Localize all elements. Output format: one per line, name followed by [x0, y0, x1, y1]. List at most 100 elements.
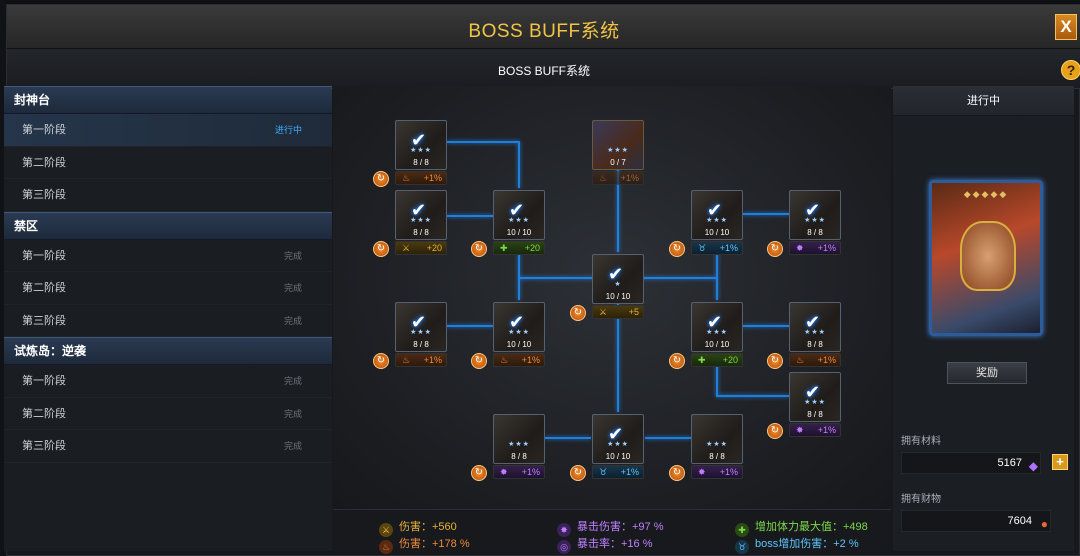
node-progress: 8 / 8 [413, 158, 429, 167]
star-rating: ★★★ [508, 441, 530, 448]
summary-text: boss增加伤害：+2 % [755, 538, 859, 550]
materials-label: 拥有材料 [901, 436, 941, 447]
node-progress: 10 / 10 [506, 228, 532, 237]
buff-value: +5 [628, 307, 639, 317]
sidebar-item-stage[interactable]: 第二阶段 完成 [4, 398, 332, 430]
window-title: BOSS BUFF系统 [468, 21, 620, 42]
materials-field: 5167 ◆ [901, 452, 1041, 474]
card-gems-icon: ◆◆◆◆◆ [963, 189, 1009, 199]
check-icon: ✔ [411, 200, 427, 220]
panel-status: 进行中 [893, 86, 1074, 116]
buff-value: +1% [719, 243, 738, 253]
sidebar-item-stage[interactable]: 第一阶段 进行中 [4, 114, 332, 147]
refresh-icon[interactable]: ↻ [669, 465, 685, 481]
coin-icon: ● [1040, 517, 1048, 531]
stage-label: 第三阶段 [22, 314, 66, 327]
buff-attack: ⚔+5 [592, 305, 644, 319]
star-rating: ★★★ [804, 217, 826, 224]
materials-value: 5167 [997, 457, 1022, 469]
sidebar-item-stage[interactable]: 第二阶段 完成 [4, 272, 332, 305]
refresh-icon[interactable]: ↻ [669, 241, 685, 257]
sidebar-item-stage[interactable]: 第二阶段 [4, 147, 332, 179]
fire-icon: ♨ [402, 173, 411, 183]
add-materials-button[interactable]: + [1052, 454, 1068, 470]
stage-label: 第二阶段 [22, 407, 66, 420]
connector-line [447, 141, 520, 188]
stage-label: 第一阶段 [22, 375, 66, 387]
node-progress: 8 / 8 [807, 228, 823, 237]
check-icon: ✔ [509, 200, 525, 220]
node-progress: 10 / 10 [704, 340, 730, 349]
node-progress: 8 / 8 [413, 340, 429, 349]
buff-tree: ✔ ★★★ 8 / 8 ↻ ♨+1% ★★★ 0 / 7 ♨+1% ✔ ★★★ … [333, 86, 891, 509]
star-rating: ★★★ [607, 147, 629, 154]
buff-value: +1% [817, 355, 836, 365]
buff-value: +1% [423, 173, 442, 183]
refresh-icon[interactable]: ↻ [471, 465, 487, 481]
horns-icon: ♉ [698, 243, 707, 253]
star-rating: ★★★ [508, 217, 530, 224]
refresh-icon[interactable]: ↻ [570, 305, 586, 321]
stage-status: 完成 [283, 376, 302, 386]
refresh-icon[interactable]: ↻ [767, 423, 783, 439]
star-rating: ★★★ [706, 217, 728, 224]
stage-status: 完成 [283, 441, 302, 451]
stage-label: 第二阶段 [22, 282, 66, 294]
sword-icon: ⚔ [379, 523, 393, 537]
refresh-icon[interactable]: ↻ [373, 353, 389, 369]
category-trial-island[interactable]: 试炼岛：逆袭 [4, 337, 332, 365]
node-progress: 10 / 10 [704, 228, 730, 237]
summary-damage-flat: ⚔ 伤害：+560 [379, 518, 457, 537]
check-icon: ✔ [411, 130, 427, 150]
summary-damage-pct: ♨伤害：+178 % [379, 535, 470, 554]
buff-value: +1% [817, 425, 836, 435]
buff-value: +1% [423, 355, 442, 365]
category-fengshentai[interactable]: 封神台 [4, 86, 332, 114]
check-icon: ✔ [707, 200, 723, 220]
hero-portrait [493, 302, 545, 352]
summary-text: 暴击率：+16 % [577, 538, 653, 550]
fire-icon: ♨ [500, 355, 509, 365]
star-rating: ★★★ [804, 329, 826, 336]
summary-text: 伤害：+560 [399, 521, 457, 533]
node-progress: 0 / 7 [610, 158, 626, 167]
stage-label: 第三阶段 [22, 189, 66, 201]
sidebar-item-stage[interactable]: 第三阶段 完成 [4, 305, 332, 337]
buff-value: +1% [521, 355, 540, 365]
node-progress: 8 / 8 [511, 452, 527, 461]
refresh-icon[interactable]: ↻ [767, 241, 783, 257]
refresh-icon[interactable]: ↻ [471, 353, 487, 369]
buff-value: +1% [817, 243, 836, 253]
sidebar-item-stage[interactable]: 第一阶段 完成 [4, 240, 332, 272]
check-icon: ✔ [707, 312, 723, 332]
hero-portrait [691, 414, 743, 464]
buff-fire: ♨+1% [592, 171, 644, 185]
stage-status: 完成 [283, 283, 302, 293]
refresh-icon[interactable]: ↻ [570, 465, 586, 481]
refresh-icon[interactable]: ↻ [767, 353, 783, 369]
check-icon: ✔ [608, 424, 624, 444]
sidebar-item-stage[interactable]: 第三阶段 [4, 179, 332, 212]
refresh-icon[interactable]: ↻ [669, 353, 685, 369]
reward-button[interactable]: 奖励 [947, 362, 1027, 384]
buff-crit: ✸+1% [493, 465, 545, 479]
fire-icon: ♨ [599, 173, 608, 183]
sidebar-item-stage[interactable]: 第一阶段 完成 [4, 365, 332, 398]
refresh-icon[interactable]: ↻ [373, 171, 389, 187]
crit-rate-icon: ◎ [557, 540, 571, 554]
stage-label: 第一阶段 [22, 249, 66, 262]
reward-panel: 进行中 ◆◆◆◆◆ 奖励 拥有材料 5167 ◆ + 拥有财物 7604 ● [893, 86, 1074, 551]
refresh-icon[interactable]: ↻ [471, 241, 487, 257]
close-button[interactable]: X [1055, 14, 1077, 40]
buff-attack: ⚔+20 [395, 241, 447, 255]
boss-portrait [960, 221, 1016, 291]
summary-text: 暴击伤害：+97 % [577, 521, 664, 533]
refresh-icon[interactable]: ↻ [373, 241, 389, 257]
hero-portrait [395, 302, 447, 352]
node-progress: 8 / 8 [709, 452, 725, 461]
help-button[interactable]: ? [1061, 60, 1080, 80]
sidebar-item-stage[interactable]: 第三阶段 完成 [4, 430, 332, 463]
star-rating: ★★★ [706, 441, 728, 448]
category-jinqu[interactable]: 禁区 [4, 211, 332, 240]
buff-summary: ⚔伤害：+560 ♨伤害：+178 % ✸暴击伤害：+97 % ◎暴击率：+16… [333, 509, 891, 554]
